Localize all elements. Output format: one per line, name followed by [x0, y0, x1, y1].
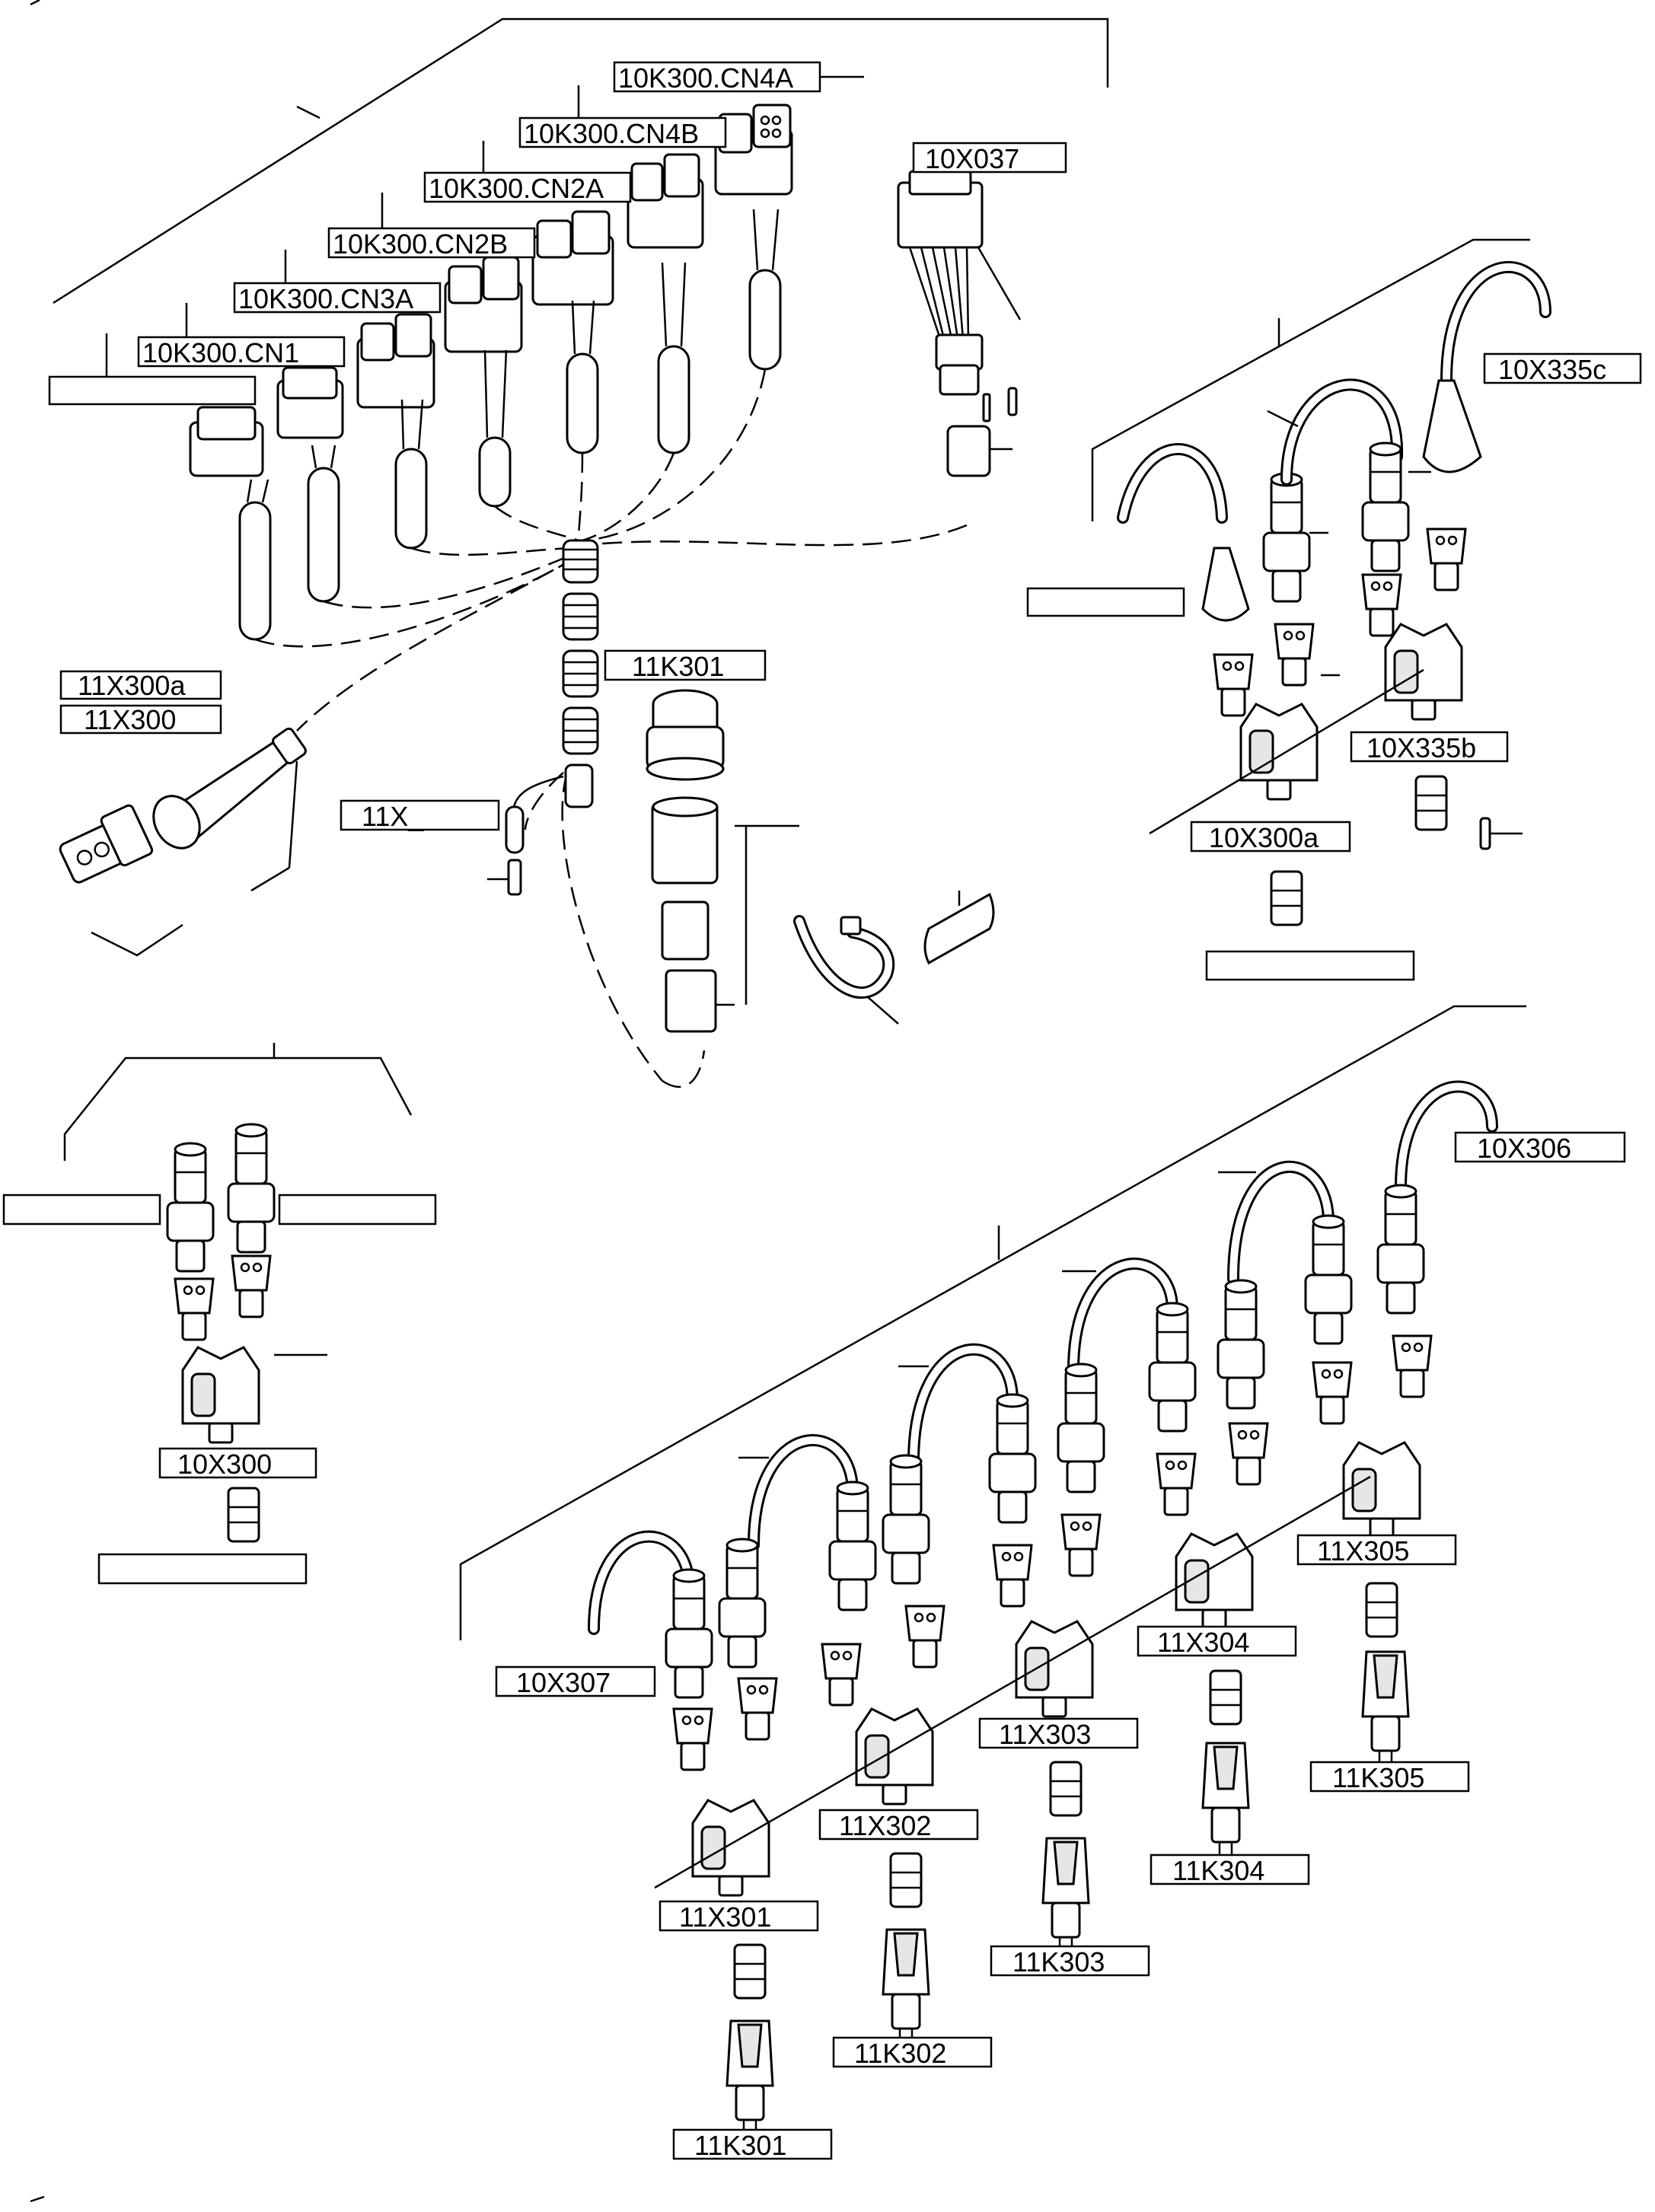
- group-bracket-lower: [459, 1005, 1526, 1640]
- connector-block-cn2b: [444, 256, 523, 353]
- label-11k302: 11K302: [832, 2036, 993, 2069]
- svg-text:11K304: 11K304: [1172, 1855, 1264, 1886]
- label-11x300: 11X300: [59, 704, 222, 735]
- svg-text:10X335b: 10X335b: [1366, 732, 1476, 763]
- svg-text:10K300.CN1: 10K300.CN1: [142, 337, 299, 368]
- connector-block-cn2a: [531, 210, 614, 306]
- label-11x304: 11X304: [1137, 1625, 1297, 1658]
- svg-text:11X301: 11X301: [679, 1901, 771, 1933]
- sensor-group-right: [1117, 260, 1551, 926]
- label-10x335b: 10X335b: [1350, 731, 1509, 763]
- sleeve-piece: [923, 891, 995, 965]
- label-11x300a: 11X300a: [59, 670, 222, 701]
- connector-block-cn1: [276, 366, 344, 439]
- label-11k304: 11K304: [1150, 1853, 1310, 1886]
- connector-block-small: [189, 406, 264, 477]
- svg-text:10X300: 10X300: [177, 1449, 272, 1480]
- connector-11x300: [59, 727, 307, 957]
- sensor-group-left: [166, 1123, 327, 1543]
- label-empty-top-left: [48, 333, 257, 406]
- svg-text:11X300a: 11X300a: [78, 670, 186, 701]
- label-10k300-cn4b: 10K300.CN4B: [518, 85, 727, 149]
- label-10k300-cn4a: 10K300.CN4A: [613, 61, 864, 94]
- label-10x307: 10X307: [495, 1665, 656, 1698]
- label-11k301-top: 11K301: [604, 649, 767, 682]
- svg-text:11X300: 11X300: [84, 704, 176, 735]
- wire-sleeves: [238, 209, 782, 641]
- connector-10x037: [897, 170, 1022, 477]
- socket-cap-11k301: [646, 689, 799, 1033]
- label-10k300-cn3a: 10K300.CN3A: [233, 250, 442, 314]
- svg-text:10X037: 10X037: [925, 143, 1019, 174]
- svg-text:11K301: 11K301: [632, 651, 724, 682]
- label-10x300a: 10X300a: [1190, 821, 1351, 853]
- svg-text:10K300.CN4A: 10K300.CN4A: [618, 62, 793, 94]
- label-empty-left-2: [278, 1194, 437, 1226]
- label-10x306: 10X306: [1454, 1131, 1626, 1164]
- label-10x037: 10X037: [912, 142, 1067, 174]
- svg-text:10K300.CN4B: 10K300.CN4B: [524, 118, 699, 149]
- svg-text:11X_: 11X_: [362, 801, 424, 832]
- svg-text:11K302: 11K302: [854, 2038, 946, 2069]
- label-10k300-cn2a: 10K300.CN2A: [423, 141, 632, 204]
- label-empty-right-top: [1026, 587, 1185, 617]
- connector-block-cn3a: [356, 313, 435, 409]
- label-11k301: 11K301: [672, 2128, 833, 2161]
- probe-11x: [487, 775, 564, 896]
- label-11x301: 11X301: [658, 1900, 819, 1933]
- label-empty-right-bottom: [1205, 950, 1415, 981]
- corrugated-stack: [562, 539, 599, 808]
- label-11k303: 11K303: [990, 1945, 1150, 1978]
- svg-text:11X303: 11X303: [999, 1719, 1091, 1750]
- svg-text:10X306: 10X306: [1477, 1133, 1571, 1164]
- harness-routing: [254, 368, 968, 1088]
- label-10x335c: 10X335c: [1483, 352, 1642, 385]
- label-10k300-cn1: 10K300.CN1: [137, 303, 346, 368]
- svg-text:10K300.CN3A: 10K300.CN3A: [238, 283, 413, 314]
- group-bracket-left: [63, 1043, 413, 1161]
- label-11x: 11X_: [340, 799, 500, 832]
- label-10k300-cn2b: 10K300.CN2B: [327, 193, 536, 260]
- corner-mark-top: [30, 0, 40, 6]
- svg-text:10K300.CN2A: 10K300.CN2A: [429, 173, 604, 204]
- label-11x302: 11X302: [818, 1809, 979, 1841]
- label-empty-left-1: [2, 1194, 161, 1226]
- svg-text:10K300.CN2B: 10K300.CN2B: [333, 228, 508, 260]
- cable-tie: [793, 915, 899, 1025]
- corner-mark: [30, 2195, 45, 2203]
- label-10x300: 10X300: [158, 1447, 317, 1480]
- svg-text:11X305: 11X305: [1317, 1535, 1409, 1567]
- svg-text:10X335c: 10X335c: [1498, 354, 1606, 385]
- label-11x303: 11X303: [978, 1717, 1139, 1750]
- label-11x305: 11X305: [1296, 1534, 1457, 1567]
- svg-text:11K305: 11K305: [1332, 1762, 1424, 1793]
- svg-text:11K301: 11K301: [694, 2130, 786, 2161]
- svg-text:11X304: 11X304: [1157, 1627, 1249, 1658]
- group-bracket-main: [53, 18, 1109, 304]
- svg-text:10X307: 10X307: [516, 1667, 611, 1698]
- connector-block-cn4a: [714, 104, 793, 196]
- label-empty-left-3: [97, 1553, 308, 1585]
- group-bracket-right: [1091, 238, 1530, 521]
- sensor-group-lower: [588, 1080, 1498, 2140]
- connector-block-cn4b: [627, 153, 704, 249]
- svg-text:11K303: 11K303: [1012, 1946, 1105, 1978]
- svg-text:11X302: 11X302: [839, 1810, 931, 1841]
- svg-text:10X300a: 10X300a: [1209, 822, 1319, 853]
- label-11k305: 11K305: [1309, 1761, 1470, 1793]
